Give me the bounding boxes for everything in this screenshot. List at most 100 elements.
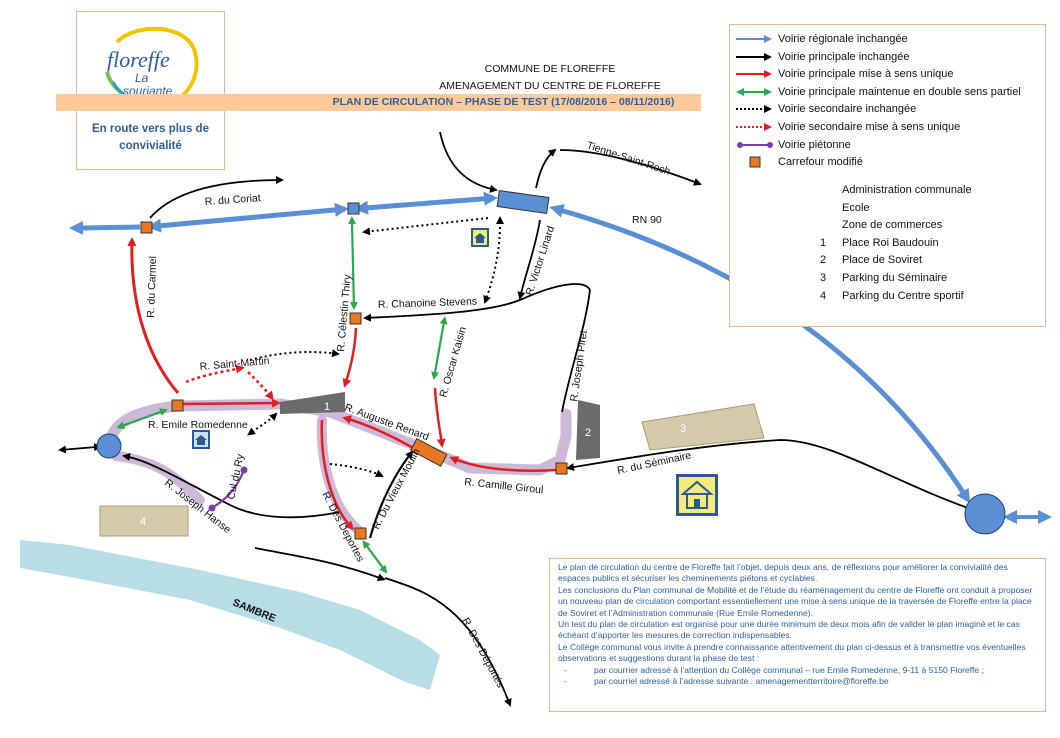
info-paragraph-4: Le Collège communal vous invite à prendr…	[558, 641, 1026, 664]
roundabout-west	[96, 433, 122, 459]
legend-label: Voirie secondaire inchangée	[778, 103, 917, 116]
label-victor: R. Victor Linard	[523, 224, 557, 297]
road-saint-martin-red	[185, 364, 245, 384]
bullet-mark-1: -	[564, 664, 567, 675]
legend-label: Parking du Centre sportif	[842, 289, 964, 302]
road-carmel	[127, 237, 180, 394]
legend-number: 1	[820, 236, 827, 249]
road-romedenne-green	[116, 408, 168, 430]
place-1	[280, 392, 345, 414]
legend-number: 4	[820, 289, 827, 302]
legend-label: Voirie principale maintenue en double se…	[778, 85, 1021, 98]
legend-symbol	[736, 87, 772, 96]
legend-label: Ecole	[842, 201, 870, 214]
road-oscar-green	[431, 316, 448, 380]
road-chanoine	[363, 283, 591, 322]
logo-slogan: En route vers plus de convivialité	[92, 123, 209, 152]
info-bullet-2-text: par courriel adressé à l’adresse suivant…	[594, 676, 889, 687]
label-coriat: R. du Coriat	[204, 192, 261, 208]
junction-victor-linard	[496, 190, 550, 214]
header-line-2: AMENAGEMENT DU CENTRE DE FLOREFFE	[439, 80, 661, 92]
info-bullet-1-text: par courrier adressé à l’attention du Co…	[594, 664, 984, 675]
legend-symbol	[736, 52, 772, 61]
road-seminaire	[566, 439, 969, 509]
legend-label: Place de Soviret	[842, 254, 923, 267]
place-2-label: 2	[585, 427, 591, 439]
legend-label: Place Roi Baudouin	[842, 236, 939, 249]
info-bullet-2: - par courriel adressé à l’adresse suivan…	[558, 676, 1037, 687]
road-secondary-1	[362, 217, 489, 236]
road-deportes-south	[384, 577, 512, 707]
header-line-1: COMMUNE DE FLOREFFE	[484, 63, 616, 75]
road-deportes-red	[320, 419, 355, 531]
road-piret	[561, 289, 591, 413]
junction-romedenne	[171, 399, 184, 412]
pedestrian-end-2	[208, 504, 216, 512]
legend-symbol	[736, 70, 772, 79]
label-tienne: Tienne-Saint-Roch	[585, 139, 672, 177]
road-tienne-1	[535, 148, 557, 189]
legend-symbol	[730, 287, 778, 305]
legend-label: Voirie secondaire mise à sens unique	[778, 121, 961, 133]
label-carmel: R. du Carmel	[145, 256, 159, 318]
legend-symbol	[730, 269, 778, 287]
road-secondary-5	[329, 463, 384, 477]
parking-4-label: 4	[140, 516, 146, 528]
legend-symbol	[730, 199, 778, 217]
label-piret: R. Joseph Piret	[568, 330, 590, 403]
commerce-zone	[104, 398, 572, 476]
road-giroul	[449, 456, 559, 472]
legend-symbol	[730, 234, 778, 252]
header-band: PLAN DE CIRCULATION – PHASE DE TEST (17/…	[56, 94, 701, 111]
legend-label: Administration communale	[842, 184, 972, 196]
junction-chanoine	[349, 312, 362, 325]
legend-label: Voirie principale inchangée	[778, 50, 910, 63]
map-header: COMMUNE DE FLOREFFE AMENAGEMENT DU CENTR…	[300, 62, 800, 93]
info-bullet-1: - par courrier adressé à l’attention du C…	[558, 665, 1037, 676]
road-deportes-green	[362, 540, 388, 574]
road-coriat-regional	[69, 220, 141, 235]
junction-carmel	[140, 221, 153, 234]
road-west	[58, 443, 102, 454]
header-line-3: PLAN DE CIRCULATION – PHASE DE TEST (17/…	[332, 96, 675, 108]
legend-label: Voirie principale mise à sens unique	[778, 68, 954, 81]
legend-label: Zone de commerces	[842, 219, 943, 232]
road-hanse	[122, 452, 341, 519]
parking-3-label: 3	[680, 423, 686, 435]
label-chanoine: R. Chanoine Stevens	[378, 296, 478, 311]
road-oscar-red	[433, 387, 446, 448]
info-box: Le plan de circulation du centre de Flor…	[549, 558, 1046, 712]
school-icon-map-1	[471, 228, 489, 247]
logo-box: floreffe La souriante En route vers plus…	[76, 11, 225, 170]
road-celestin-green	[348, 216, 358, 310]
legend-symbol	[737, 141, 773, 148]
legend-symbol	[730, 216, 778, 234]
pedestrian-end-1	[240, 466, 248, 474]
legend-label: Parking du Séminaire	[842, 272, 948, 284]
parking-4	[99, 505, 189, 537]
logo-brand: floreffe	[107, 47, 170, 72]
roundabout-east	[964, 493, 1006, 535]
admin-icon-map	[192, 430, 210, 449]
legend-label: Voirie piétonne	[778, 138, 851, 151]
legend-number: 2	[820, 254, 827, 267]
legend-symbol	[736, 35, 772, 43]
legend-symbol	[730, 251, 778, 269]
road-vieux-moulin	[368, 450, 414, 539]
legend-label: Carrefour modifié	[778, 156, 863, 169]
junction-coriat-blue	[347, 202, 360, 215]
road-coriat-regional-3	[354, 191, 498, 215]
road-romedenne-red	[181, 398, 281, 408]
bullet-mark-2: -	[564, 676, 567, 687]
legend-symbol	[749, 156, 761, 168]
legend-label: Voirie régionale inchangée	[778, 33, 908, 45]
school-icon-map-2	[676, 474, 718, 516]
road-saint-martin-red-2	[247, 371, 274, 401]
road-victor-linard-down	[517, 219, 541, 300]
road-tienne-2	[559, 149, 702, 186]
info-paragraph-3: Un test du plan de circulation est organ…	[558, 619, 1020, 641]
junction-deportes	[354, 527, 367, 540]
label-giroul: R. Camille Giroul	[464, 476, 544, 496]
